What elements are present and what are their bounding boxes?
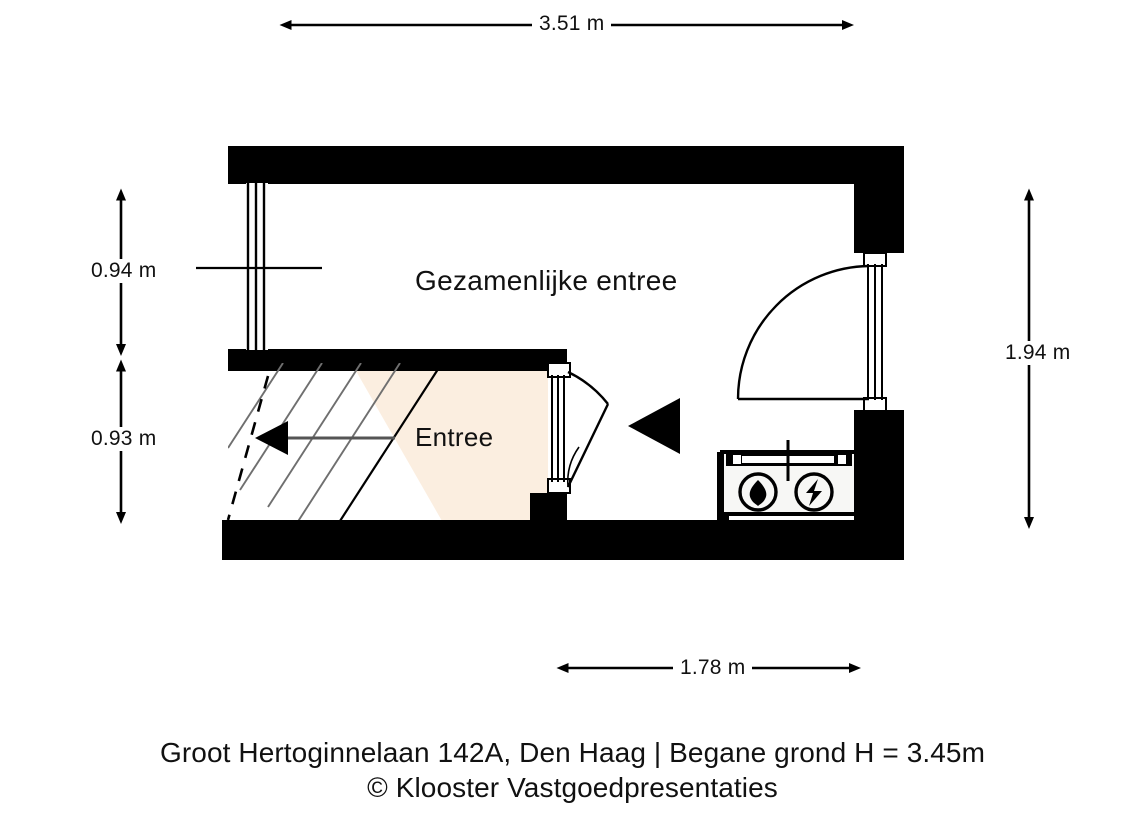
caption-copyright-line: © Klooster Vastgoedpresentaties <box>367 772 778 803</box>
dimension-label-left-lower: 0.93 m <box>84 427 164 451</box>
entree-door <box>547 362 610 494</box>
stair-dashed-boundary <box>226 375 270 521</box>
wall-mid-left <box>228 349 272 371</box>
entrance-direction-arrow-icon <box>628 398 680 454</box>
wall-entree-stub <box>530 493 567 523</box>
entree-door-leaf <box>566 403 610 488</box>
wall-top <box>228 146 904 184</box>
window-left <box>246 183 268 350</box>
gas-meter-icon <box>738 472 778 512</box>
stair-direction-arrow-icon <box>255 421 288 455</box>
wall-right-upper <box>854 146 904 253</box>
caption-address-line: Groot Hertoginnelaan 142A, Den Haag | Be… <box>159 737 986 768</box>
room-label-gezamenlijke-entree: Gezamenlijke entree <box>415 265 678 296</box>
electricity-meter-icon <box>794 472 834 512</box>
entree-door-swing-arc <box>567 370 609 405</box>
meter-cabinet <box>720 440 858 516</box>
door-swing-arc <box>736 264 870 400</box>
wall-bottom <box>222 520 904 560</box>
dimension-label-top: 3.51 m <box>532 12 612 36</box>
dimension-label-left-upper: 0.94 m <box>84 259 164 283</box>
stairs <box>226 362 443 522</box>
entree-door-jamb-top <box>547 362 571 378</box>
room-label-entree: Entree <box>415 422 494 452</box>
wall-mid-span <box>272 349 567 371</box>
dimension-label-right: 1.94 m <box>998 341 1078 365</box>
dimension-label-bottom: 1.78 m <box>673 656 753 680</box>
stair-edge <box>339 362 443 522</box>
main-entrance-door <box>736 252 887 412</box>
